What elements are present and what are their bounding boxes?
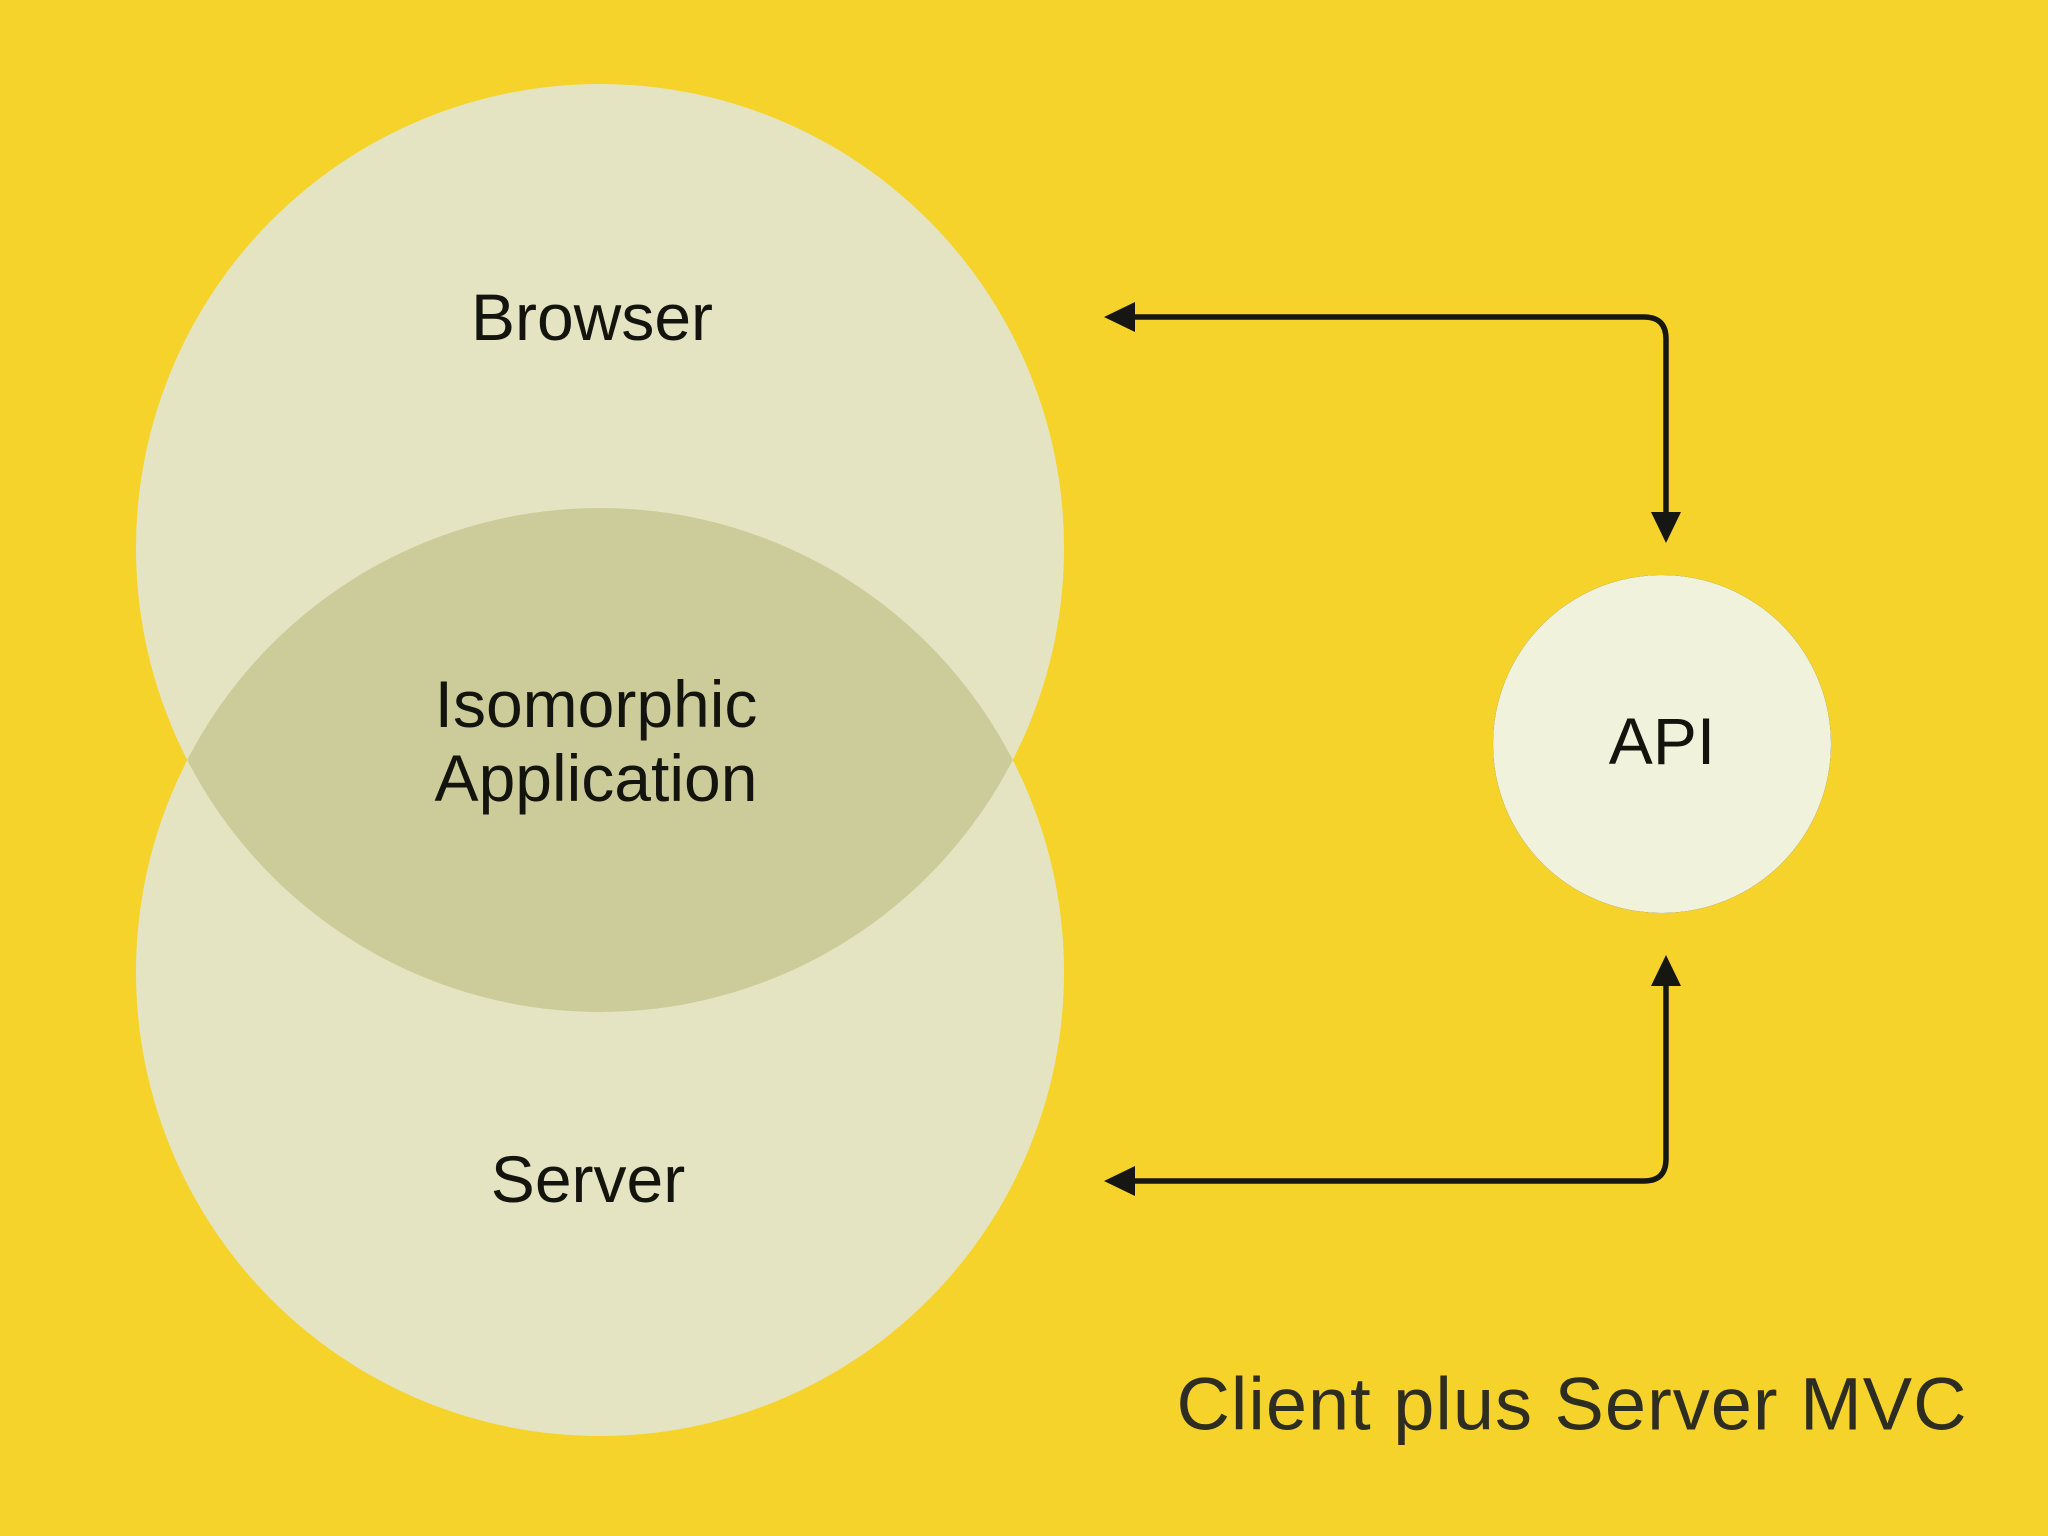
- arrowhead-left-to-browser: [1104, 302, 1135, 332]
- overlap-region: [136, 508, 1064, 1012]
- api-circle-fill: [1493, 575, 1831, 913]
- server-api-arrow: [1104, 955, 1681, 1196]
- arrowhead-left-to-server: [1104, 1166, 1135, 1196]
- server-label: Server: [490, 1142, 686, 1217]
- api-label: API: [1608, 704, 1716, 779]
- isomorphic-application-label: Isomorphic Application: [434, 667, 758, 815]
- diagram-caption: Client plus Server MVC: [1176, 1362, 1968, 1446]
- server-api-arrow-line: [1118, 982, 1669, 1184]
- arrowhead-up-to-api: [1651, 955, 1681, 986]
- arrowhead-down-to-api: [1651, 512, 1681, 543]
- browser-label: Browser: [470, 280, 714, 355]
- browser-api-arrow-line: [1118, 314, 1669, 516]
- browser-api-arrow: [1104, 302, 1681, 543]
